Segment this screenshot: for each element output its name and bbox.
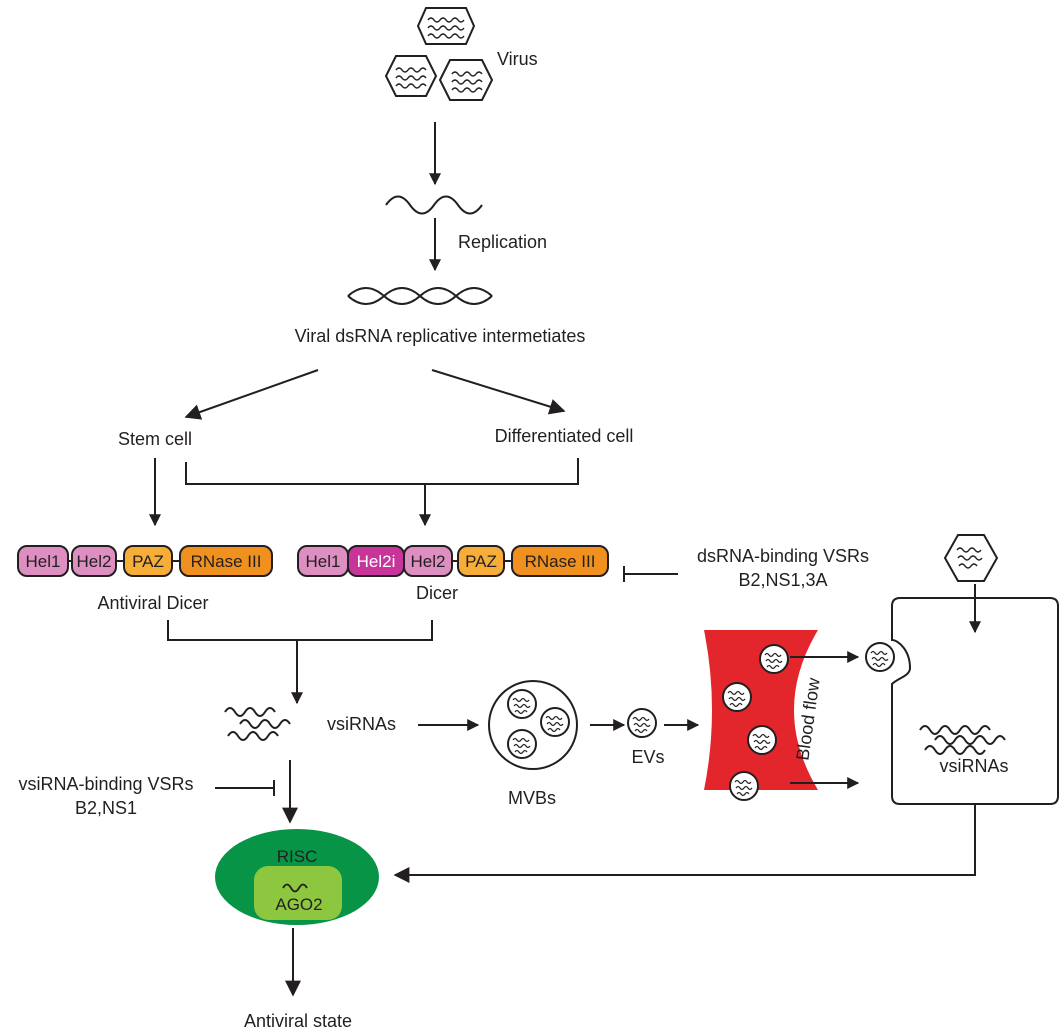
uptake-ev-icon xyxy=(865,642,895,672)
antiviral-dicer-label: Antiviral Dicer xyxy=(97,593,208,613)
dicer-protein xyxy=(297,545,609,577)
virus-label: Virus xyxy=(497,49,538,69)
domain-rnase-iii-label: RNase III xyxy=(525,552,596,571)
antiviral-dicer-protein xyxy=(17,545,273,577)
arrow-to-stem-cell xyxy=(184,369,319,420)
domain-paz-label: PAZ xyxy=(465,552,497,571)
domain-paz xyxy=(457,545,505,577)
domain-rnase-iii-label: RNase III xyxy=(191,552,262,571)
vsirna-vsrs-list: B2,NS1 xyxy=(75,798,137,818)
domain-hel2 xyxy=(71,545,117,577)
ago2-label: AGO2 xyxy=(275,895,322,914)
domain-hel1-label: Hel1 xyxy=(26,552,61,571)
mvbs-icon xyxy=(488,680,578,770)
ago2-protein xyxy=(254,866,342,920)
blood-evs xyxy=(722,644,789,801)
domain-hel2-label: Hel2 xyxy=(77,552,112,571)
recipient-cell xyxy=(891,597,1059,805)
virus-hexagon xyxy=(416,7,476,45)
guide-rna-icon xyxy=(282,883,308,893)
incoming-virus-icon xyxy=(943,534,999,582)
vsirnas-label: vsiRNAs xyxy=(327,714,396,734)
domain-hel2i-label: Hel2i xyxy=(357,552,396,571)
dsrna-vsrs-list: B2,NS1,3A xyxy=(738,570,827,590)
differentiated-cell-label: Differentiated cell xyxy=(495,426,634,446)
domain-rnase-iii xyxy=(179,545,273,577)
dsrna-vsrs-label: dsRNA-binding VSRs xyxy=(697,546,869,566)
recipient-vsirnas-label: vsiRNAs xyxy=(939,756,1008,776)
blood-flow-label: Blood flow xyxy=(792,676,824,762)
evs-label: EVs xyxy=(631,747,664,767)
domain-paz-label: PAZ xyxy=(132,552,164,571)
vsirna-vsrs-label: vsiRNA-binding VSRs xyxy=(18,774,193,794)
stem-cell-label: Stem cell xyxy=(118,429,192,449)
recipient-vsirnas-icon xyxy=(919,725,1006,755)
risc-label: RISC xyxy=(277,847,318,866)
arrow-to-differentiated-cell xyxy=(431,369,566,415)
domain-hel1 xyxy=(17,545,69,577)
bracket-dicers-to-vsirnas xyxy=(167,620,433,641)
ev-icon xyxy=(627,708,657,738)
vsirnas-icon xyxy=(224,707,291,741)
domain-hel1-label: Hel1 xyxy=(306,552,341,571)
virus-icon xyxy=(384,7,494,101)
antiviral-state-label: Antiviral state xyxy=(244,1011,352,1031)
arrow-cell-to-risc xyxy=(393,804,976,883)
mvbs-label: MVBs xyxy=(508,788,556,808)
domain-rnase-iii xyxy=(511,545,609,577)
dsrna-icon xyxy=(347,287,493,305)
domain-paz xyxy=(123,545,173,577)
dicer-label: Dicer xyxy=(416,583,458,603)
domain-hel2 xyxy=(403,545,453,577)
replication-label: Replication xyxy=(458,232,547,252)
ssrna-icon xyxy=(385,195,483,215)
intermediates-label: Viral dsRNA replicative intermetiates xyxy=(295,326,586,346)
bracket-cells-to-dicer xyxy=(185,458,579,485)
domain-hel2-label: Hel2 xyxy=(411,552,446,571)
blood-vessel xyxy=(704,630,818,790)
